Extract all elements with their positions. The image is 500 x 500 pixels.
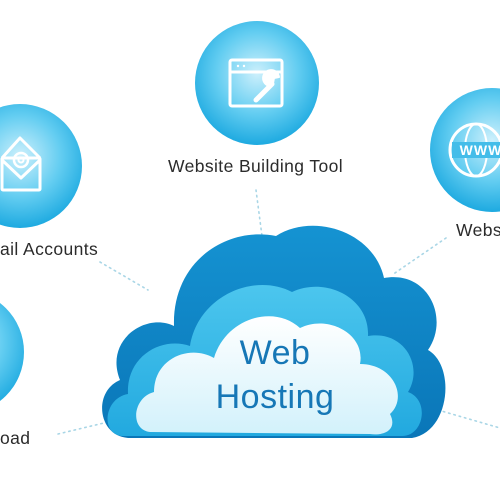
- svg-text:WWW: WWW: [460, 142, 500, 158]
- connector-right: [391, 237, 447, 276]
- www-globe-icon: WWW: [448, 122, 500, 178]
- email-envelope-icon: [0, 136, 42, 192]
- connector-bottom-left: [57, 421, 109, 435]
- upload-label: oad: [0, 428, 31, 448]
- websites-label: Webs: [456, 220, 500, 240]
- upload-node: [0, 303, 24, 401]
- cloud-title-line-2: Hosting: [215, 378, 335, 416]
- cloud-title-line-1: Web: [239, 334, 311, 372]
- website-building-tool-node: [195, 21, 319, 145]
- web-hosting-cloud: [102, 225, 446, 438]
- websites-node: WWW: [430, 88, 500, 212]
- connector-top: [255, 189, 263, 237]
- connector-left: [99, 261, 149, 291]
- email-accounts-label: ail Accounts: [0, 239, 99, 259]
- browser-wrench-icon: [228, 58, 284, 108]
- connector-bottom-right: [437, 409, 500, 429]
- website-building-tool-label: Website Building Tool: [168, 156, 344, 176]
- email-accounts-node: [0, 104, 82, 228]
